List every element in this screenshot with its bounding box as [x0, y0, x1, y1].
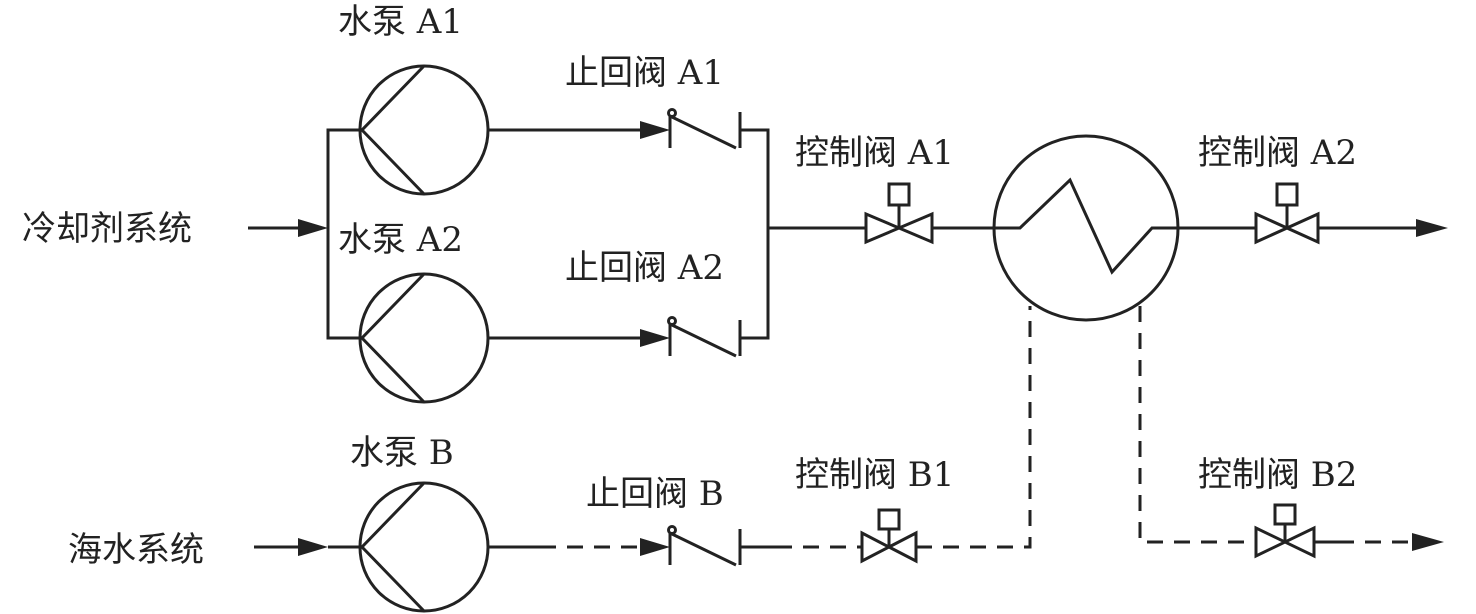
- pump-a2: [358, 272, 490, 404]
- control-valve-b1-label: 控制阀 B1: [795, 455, 954, 495]
- pump-a1: [358, 64, 490, 196]
- arrow-b: [640, 538, 670, 556]
- arrow-a2: [640, 329, 670, 347]
- merge-manifold: [740, 128, 770, 340]
- control-valve-b2: [1254, 503, 1316, 559]
- control-valve-a2-label: 控制阀 A2: [1198, 133, 1357, 173]
- check-valve-a1: [667, 108, 742, 150]
- control-valve-b1: [860, 508, 918, 564]
- control-valve-a1: [864, 182, 934, 245]
- check-valve-a2-label: 止回阀 A2: [565, 248, 724, 288]
- coolant-system-label: 冷却剂系统: [22, 209, 192, 249]
- coolant-outlet-arrow: [1416, 219, 1448, 237]
- control-valve-a1-label: 控制阀 A1: [795, 133, 954, 173]
- check-valve-b: [667, 525, 742, 567]
- control-valve-b2-label: 控制阀 B2: [1198, 455, 1357, 495]
- heat-exchanger: [992, 134, 1180, 322]
- coolant-inlet-line: [248, 128, 362, 340]
- seawater-to-hx: [916, 306, 1032, 549]
- pump-b-label: 水泵 B: [350, 433, 454, 473]
- seawater-outlet-arrow: [1412, 533, 1444, 551]
- seawater-system-label: 海水系统: [68, 530, 204, 570]
- pump-a1-label: 水泵 A1: [338, 2, 463, 42]
- hx-to-ctrl-b2: [1138, 306, 1256, 544]
- pump-b: [358, 481, 490, 613]
- seawater-inlet-arrow: [298, 538, 328, 556]
- check-valve-a1-label: 止回阀 A1: [565, 53, 724, 93]
- arrow-a1: [640, 121, 670, 139]
- check-valve-b-label: 止回阀 B: [586, 474, 724, 514]
- check-valve-a2: [667, 316, 742, 358]
- control-valve-a2: [1254, 182, 1320, 245]
- pump-a2-label: 水泵 A2: [338, 220, 463, 260]
